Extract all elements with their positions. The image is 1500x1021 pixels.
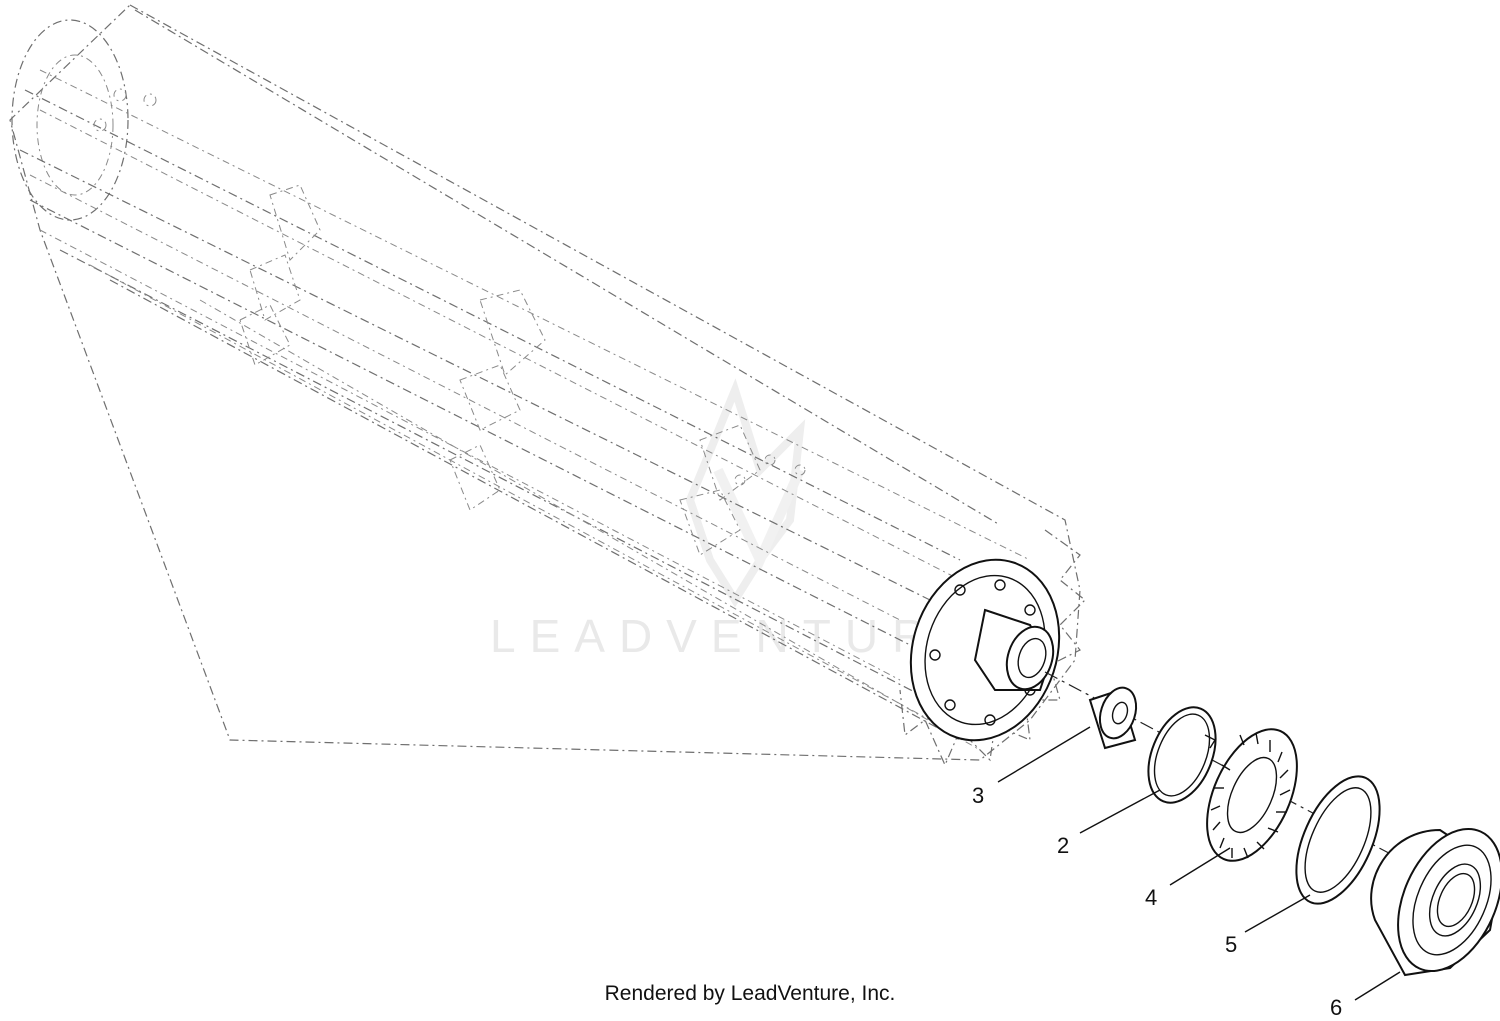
leader-2 xyxy=(1079,789,1161,834)
leader-3 xyxy=(997,726,1091,783)
part-4-thrust-bearing xyxy=(1206,728,1298,862)
watermark-logo-icon xyxy=(685,378,806,608)
callout-3: 3 xyxy=(972,783,984,808)
callout-4: 4 xyxy=(1145,885,1157,910)
watermark-text: LEADVENTURE xyxy=(490,610,984,662)
part-5-washer xyxy=(1295,775,1381,905)
reel-ghost-outline xyxy=(9,4,1086,767)
callout-5: 5 xyxy=(1225,932,1237,957)
part-3-spacer xyxy=(1088,686,1138,750)
leader-4 xyxy=(1169,847,1231,886)
leader-5 xyxy=(1244,894,1311,933)
callout-6: 6 xyxy=(1330,995,1342,1020)
footer-credit: Rendered by LeadVenture, Inc. xyxy=(0,982,1500,1006)
part-6-ball-bearing xyxy=(1370,827,1500,977)
leader-6 xyxy=(1354,971,1401,1001)
callout-2: 2 xyxy=(1057,833,1069,858)
part-2-retaining-ring xyxy=(1147,706,1217,804)
reel-end-hub xyxy=(909,558,1061,742)
footer-credit-text: Rendered by LeadVenture, Inc. xyxy=(604,982,896,1005)
